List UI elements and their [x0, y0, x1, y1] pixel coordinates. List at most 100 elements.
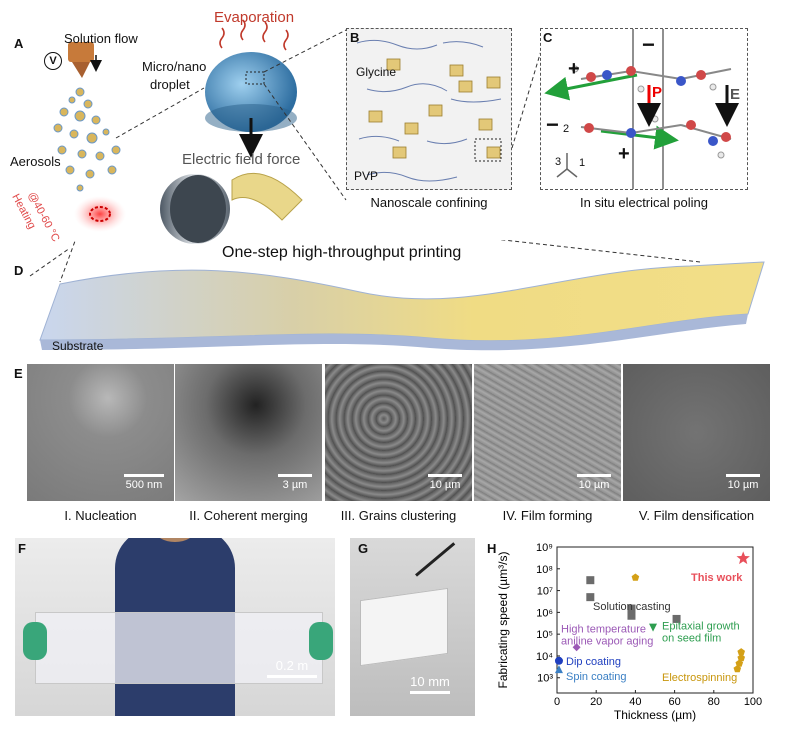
label-spin-coating: Spin coating	[566, 671, 627, 683]
schematic-top	[53, 19, 547, 244]
label-this-work: This work	[691, 572, 743, 584]
aerosols-label: Aerosols	[10, 154, 61, 169]
photo-g-scale-bar: 10 mm	[410, 674, 450, 694]
fabricating-speed-chart: 0 20 40 60 80 100 10³ 10⁴ 10⁵ 10⁶ 10⁷ 10⁸ 10⁹ Thickne…	[496, 542, 762, 722]
photo-flexible-film: 10 mm	[350, 538, 475, 716]
sem-scale-bar-1: 500 nm	[124, 474, 164, 491]
caption-clustering: III. Grains clustering	[340, 508, 457, 523]
label-dip-coating: Dip coating	[566, 656, 621, 668]
minus-charge-top: −	[642, 32, 655, 57]
y-tick-label: 10⁸	[536, 564, 553, 576]
substrate-label: Substrate	[52, 339, 104, 353]
caption-film-forming: IV. Film forming	[502, 508, 593, 523]
data-point-pentagon	[737, 654, 745, 662]
data-point-square	[586, 593, 595, 602]
left-glove	[23, 622, 47, 660]
data-point-pentagon	[733, 665, 742, 673]
sem-scale-bar-5: 10 µm	[726, 474, 760, 491]
glycine-label: Glycine	[356, 65, 397, 79]
caption-merging: II. Coherent merging	[189, 508, 308, 523]
photo-f-scale-bar: 0.2 m	[267, 658, 317, 678]
y-tick-label: 10⁶	[536, 607, 553, 619]
sem-scale-bar-4: 10 µm	[577, 474, 611, 491]
y-tick-label: 10⁴	[536, 651, 553, 663]
pvp-label: PVP	[354, 169, 379, 183]
x-tick-label: 80	[708, 696, 720, 708]
sem-scale-bar-3: 10 µm	[428, 474, 462, 491]
y-axis-label: Fabricating speed (µm³/s)	[496, 552, 510, 689]
evaporation-label: Evaporation	[214, 9, 295, 26]
sem-image-merging: 3 µm	[175, 364, 322, 501]
y-tick-label: 10⁹	[536, 542, 553, 554]
right-glove	[309, 622, 333, 660]
x-tick-label: 20	[590, 696, 602, 708]
printing-title: One-step high-throughput printing	[222, 244, 462, 261]
label-high-temp-1: High temperature	[561, 623, 646, 635]
data-point-square	[627, 604, 636, 613]
panel-label-a: A	[14, 36, 24, 51]
poling-schematic	[544, 29, 739, 189]
data-point-square	[627, 611, 636, 620]
sem-image-nucleation: 500 nm	[27, 364, 174, 501]
plus-charge-top: +	[568, 58, 580, 80]
caption-nucleation: I. Nucleation	[64, 508, 137, 523]
data-point-square	[672, 614, 681, 623]
panel-label-h: H	[487, 541, 497, 556]
y-tick-label: 10⁵	[536, 629, 553, 641]
y-tick-label: 10³	[537, 673, 553, 685]
label-electrospinning: Electrospinning	[662, 672, 737, 684]
data-point-star	[736, 551, 750, 565]
x-axis-label: Thickness (µm)	[614, 708, 696, 722]
polarization-label: P	[652, 84, 663, 101]
axis-1-label: 1	[579, 157, 586, 169]
data-point-square	[586, 576, 595, 585]
glycine-pvp-schematic	[356, 39, 502, 182]
electric-field-force-label: Electric field force	[182, 151, 301, 168]
data-point-triangle-down	[649, 623, 658, 632]
droplet-label: droplet	[150, 77, 190, 92]
nozzle-icon	[68, 42, 94, 62]
label-high-temp-2: aniline vapor aging	[561, 635, 653, 647]
panel-c-caption: In situ electrical poling	[580, 195, 708, 210]
x-tick-label: 40	[629, 696, 641, 708]
solution-flow-label: Solution flow	[64, 31, 138, 46]
caption-densification: V. Film densification	[638, 508, 755, 523]
data-point-circle	[554, 656, 563, 665]
sem-image-film-forming: 10 µm	[474, 364, 621, 501]
x-tick-label: 100	[744, 696, 762, 708]
data-point-pentagon	[737, 648, 745, 656]
data-point-pentagon	[735, 659, 744, 667]
minus-charge-bottom: −	[546, 112, 559, 137]
label-epitaxial-2: on seed film	[662, 633, 721, 645]
photo-large-film: 0.2 m	[15, 538, 335, 716]
person-neck	[155, 538, 195, 542]
heater-icon	[74, 196, 126, 232]
sem-image-densification: 10 µm	[623, 364, 770, 501]
data-point-triangle-up	[554, 665, 563, 674]
voltage-source-icon: V	[44, 52, 62, 70]
label-solution-casting: Solution casting	[593, 601, 671, 613]
plot-frame	[556, 546, 754, 694]
plus-charge-bottom: +	[618, 143, 630, 165]
y-tick-label: 10⁷	[537, 586, 553, 598]
sem-scale-bar-2: 3 µm	[278, 474, 312, 491]
panel-label-f: F	[18, 541, 26, 556]
folded-film	[360, 587, 448, 667]
field-label: E	[730, 86, 741, 103]
axis-3-label: 3	[555, 156, 562, 168]
panel-c-frame	[540, 28, 748, 190]
data-point-diamond	[572, 643, 581, 652]
micro-nano-label: Micro/nano	[142, 59, 207, 74]
x-tick-label: 0	[554, 696, 560, 708]
tweezers-icon	[415, 542, 456, 577]
panel-label-c: C	[543, 30, 553, 45]
panel-b-caption: Nanoscale confining	[370, 195, 488, 210]
panel-b-frame	[346, 28, 512, 190]
label-epitaxial-1: Epitaxial growth	[662, 621, 740, 633]
data-point-pentagon	[631, 573, 640, 581]
panel-label-d: D	[14, 263, 24, 278]
x-tick-label: 60	[668, 696, 680, 708]
panel-label-b: B	[350, 30, 360, 45]
printed-film-schematic	[29, 240, 765, 351]
axis-2-label: 2	[563, 123, 570, 135]
